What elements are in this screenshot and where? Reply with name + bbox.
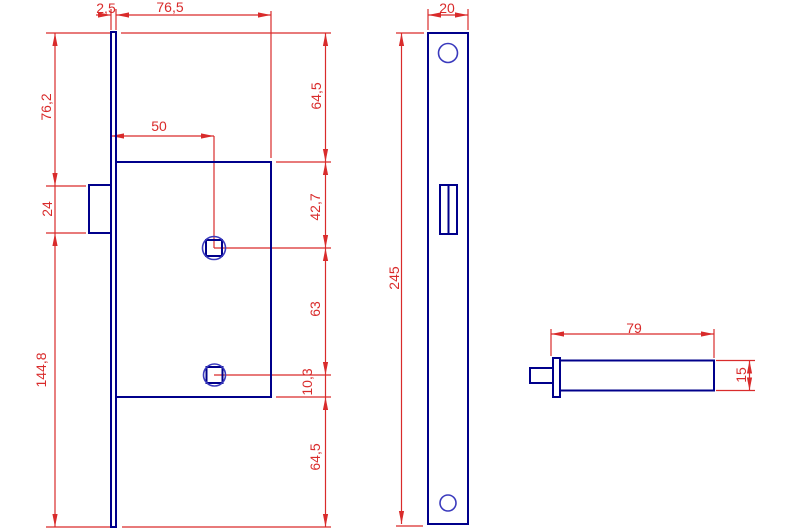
- dim-label-24: 24: [39, 201, 55, 217]
- arrow-15-top: [746, 360, 753, 374]
- arrow-63-top: [322, 248, 329, 261]
- arrow-76-2-top: [52, 33, 58, 46]
- follower-circle-top: [201, 235, 227, 261]
- arrow-76-5-right: [258, 12, 271, 18]
- follower-circle-bottom: [202, 363, 227, 387]
- arrow-15-bottom: [746, 377, 753, 391]
- dim-label-76-5: 76,5: [156, 0, 183, 15]
- dim-label-144-8: 144,8: [33, 352, 49, 387]
- pin-body-outline: [559, 359, 715, 392]
- follower-square-bottom: [205, 366, 224, 384]
- arrow-76-5-left: [116, 12, 129, 18]
- arrow-20-right: [455, 12, 468, 18]
- arrow-42-7-top: [322, 162, 329, 175]
- bolt-front-outline: [88, 184, 112, 234]
- pin-tip-outline: [529, 367, 554, 384]
- dim-label-79: 79: [626, 320, 642, 336]
- dim-label-245: 245: [386, 266, 402, 290]
- arrow-79-left: [551, 331, 564, 337]
- dim-label-76-2: 76,2: [38, 93, 54, 120]
- arrow-76-2-bottom: [52, 173, 58, 186]
- arrow-144-8-bottom: [52, 514, 58, 527]
- screw-hole-bottom: [439, 494, 457, 512]
- arrow-64-5-bottom-at-body-top: [322, 149, 329, 162]
- follower-square-top: [205, 239, 223, 257]
- dim-label-64-5-top: 64,5: [308, 82, 324, 109]
- arrow-24-bottom: [52, 233, 58, 246]
- faceplate-side-outline: [427, 32, 469, 525]
- dim-label-2-5: 2,5: [96, 0, 116, 16]
- arrow-50-right: [201, 133, 214, 139]
- dim-label-64-5-bottom: 64,5: [307, 443, 323, 470]
- arrow-64-5b-bottom: [322, 514, 329, 527]
- arrow-64-5-top: [322, 33, 329, 46]
- arrow-10-3-bottom: [322, 397, 329, 410]
- dim-label-10-3: 10,3: [299, 368, 315, 395]
- arrow-2-5-left: [98, 12, 111, 18]
- lock-body-outline: [115, 161, 272, 398]
- pin-flange-outline: [552, 357, 561, 398]
- arrow-50-left: [111, 133, 124, 139]
- dim-label-15: 15: [733, 367, 749, 383]
- dim-label-20: 20: [439, 0, 455, 16]
- arrow-42-7-bottom: [322, 235, 329, 248]
- arrow-63-bottom: [322, 362, 329, 375]
- dim-label-50: 50: [151, 118, 167, 134]
- dim-label-42-7: 42,7: [307, 193, 323, 220]
- arrow-245-bottom: [398, 511, 405, 524]
- arrow-245-top: [398, 33, 405, 46]
- arrow-79-right: [701, 331, 714, 337]
- arrow-20-left: [428, 12, 441, 18]
- screw-hole-top: [437, 42, 459, 64]
- dim-label-63: 63: [307, 301, 323, 317]
